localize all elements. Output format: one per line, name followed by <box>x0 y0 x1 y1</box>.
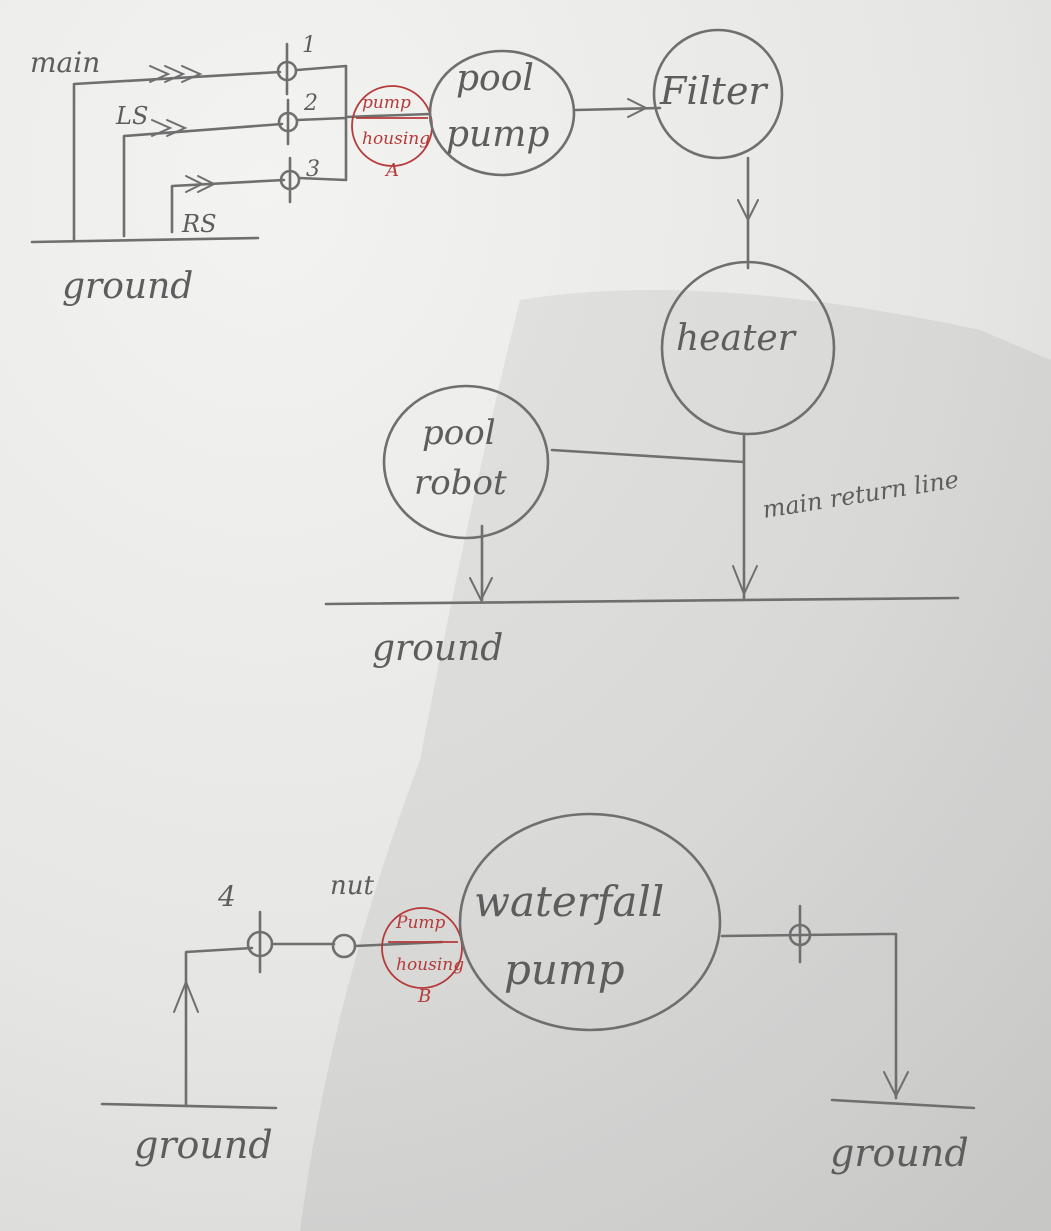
pool-pump-circle[interactable] <box>428 49 576 177</box>
diagram-2-waterfall-circuit <box>100 812 976 1110</box>
ground-line-left <box>30 236 260 244</box>
valve-2-label: 2 <box>303 91 318 116</box>
valve-4-label: 4 <box>217 880 236 913</box>
housing-b-line1: Pump <box>395 913 446 933</box>
valve-outlet-pipes <box>295 64 432 182</box>
ls-flow-arrow <box>151 119 188 137</box>
ground-label-bottom-left: ground <box>134 1123 273 1167</box>
pool-robot-line2: robot <box>414 463 507 503</box>
housing-a-line2: housing <box>362 129 430 149</box>
ground-label-bottom-right: ground <box>830 1131 969 1175</box>
ground-line-bottom-right <box>830 1098 976 1110</box>
filter-circle[interactable] <box>652 28 784 160</box>
ground-label-mid: ground <box>372 628 503 669</box>
waterfall-outlet-pipe <box>720 932 898 1100</box>
main-label: main <box>30 46 100 79</box>
housing-b-circle[interactable] <box>381 907 463 989</box>
pool-robot-circle[interactable] <box>382 384 550 540</box>
waterfall-pump-line2: pump <box>504 945 625 994</box>
housing-b-line2: housing <box>396 955 464 975</box>
outlet-valve[interactable] <box>788 904 812 964</box>
pool-pump-line2: pump <box>446 114 549 155</box>
ls-pipe <box>122 122 284 238</box>
ground-label-left: ground <box>62 266 193 307</box>
pump-to-filter-arrow <box>627 98 649 118</box>
valve-1-label: 1 <box>302 33 316 58</box>
ls-label: LS <box>115 102 148 130</box>
filter-to-heater-arrow <box>737 199 759 223</box>
main-flow-arrow <box>149 65 203 83</box>
valve-1[interactable] <box>276 42 298 96</box>
robot-branch-pipe <box>550 448 746 464</box>
waterfall-pump-line1: waterfall <box>474 877 664 926</box>
main-return-arrow <box>732 565 758 597</box>
ground-line-bottom-left <box>100 1102 278 1110</box>
filter-label: Filter <box>659 69 769 113</box>
waterfall-pump-circle[interactable] <box>458 812 722 1032</box>
pool-robot-line1: pool <box>422 413 496 453</box>
rs-label: RS <box>181 210 217 238</box>
nut-label: nut <box>330 871 374 901</box>
valve-3[interactable] <box>279 156 301 204</box>
diagram-1-pool-circuit <box>30 28 960 606</box>
heater-circle[interactable] <box>660 260 836 436</box>
housing-a-letter: A <box>384 160 399 181</box>
robot-to-ground-arrow <box>469 577 493 603</box>
housing-a-line1: pump <box>362 93 411 113</box>
hand-shadow <box>300 290 1051 1231</box>
pool-pump-line1: pool <box>456 58 534 99</box>
valve-2[interactable] <box>277 98 299 146</box>
outlet-arrow <box>883 1071 909 1099</box>
ground-line-mid <box>324 596 960 606</box>
heater-label: heater <box>676 318 797 359</box>
valve-3-label: 3 <box>306 157 320 182</box>
supply-pipe <box>184 946 254 1106</box>
rs-pipe <box>170 178 286 234</box>
rs-flow-arrow <box>185 175 217 193</box>
supply-arrow <box>173 979 199 1013</box>
housing-b-letter: B <box>417 986 431 1007</box>
main-pipe <box>72 70 282 242</box>
